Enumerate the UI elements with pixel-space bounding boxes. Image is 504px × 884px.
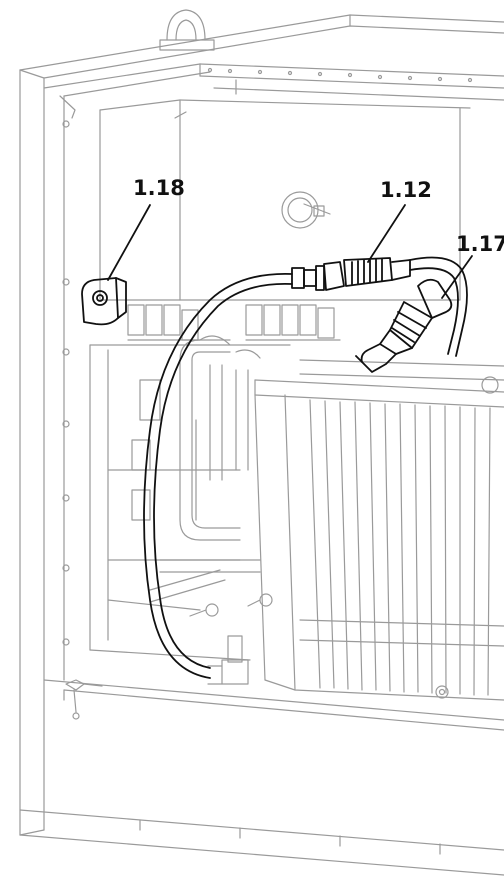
- callout-label-1-17: 1.17: [456, 232, 504, 256]
- inner-frame-rail: [43, 63, 211, 128]
- side-mount-holes: [62, 278, 70, 646]
- lifting-eye: [159, 9, 215, 51]
- left-frame-post: [19, 69, 65, 836]
- heat-exchanger: [254, 359, 504, 701]
- terminal-blocks: [127, 304, 341, 341]
- return-hose: [409, 256, 468, 357]
- wing-nut: [65, 679, 103, 720]
- inner-panel: [89, 344, 291, 661]
- cooling-hose: [143, 273, 293, 679]
- hose-end-fitting: [207, 635, 249, 685]
- top-cover: [19, 14, 504, 79]
- part-1-18-bracket: [81, 277, 127, 326]
- leader-line-1-17: [441, 255, 473, 299]
- leader-line-1-12: [367, 204, 406, 263]
- part-1-17-connector: [355, 278, 453, 373]
- leader-line-1-18: [107, 204, 151, 281]
- part-1-12-coupling: [291, 257, 411, 291]
- perforated-top-rail: [199, 63, 504, 101]
- pressure-gauge: [281, 191, 331, 229]
- callout-label-1-18: 1.18: [133, 176, 185, 200]
- callout-label-1-12: 1.12: [380, 178, 432, 202]
- base-frame: [19, 679, 504, 876]
- piping-assembly: [131, 335, 273, 617]
